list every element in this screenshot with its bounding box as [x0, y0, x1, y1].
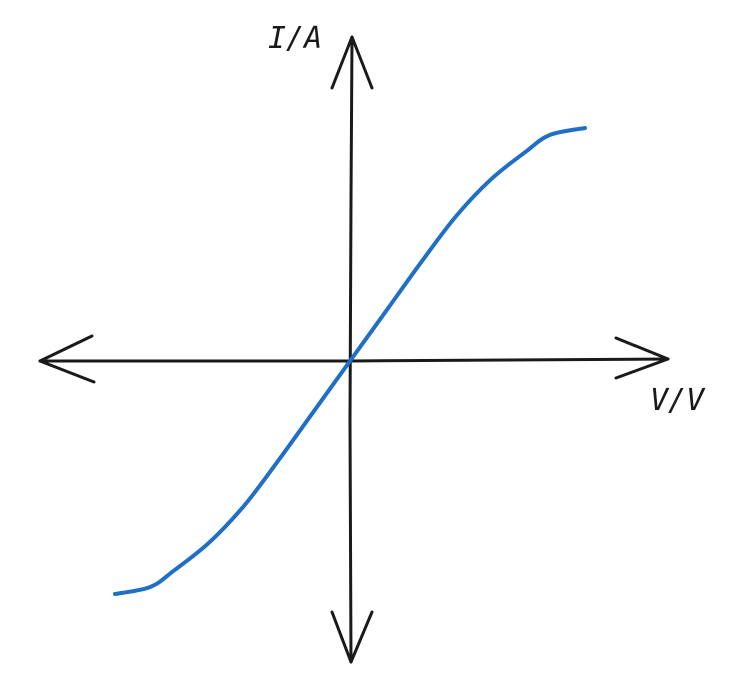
x-axis-left-arrowhead	[38, 334, 96, 384]
x-axis-right-arrowhead	[614, 336, 670, 380]
y-axis-line	[348, 35, 354, 664]
x-axis-line	[38, 357, 670, 363]
x-axis: V/V	[38, 334, 706, 418]
x-axis-label: V/V	[650, 383, 706, 418]
y-axis: I/A	[268, 21, 374, 664]
y-axis-top-arrowhead	[330, 35, 374, 90]
series-line	[113, 126, 587, 596]
y-axis-bottom-arrowhead	[330, 610, 374, 664]
y-axis-label: I/A	[268, 21, 322, 56]
